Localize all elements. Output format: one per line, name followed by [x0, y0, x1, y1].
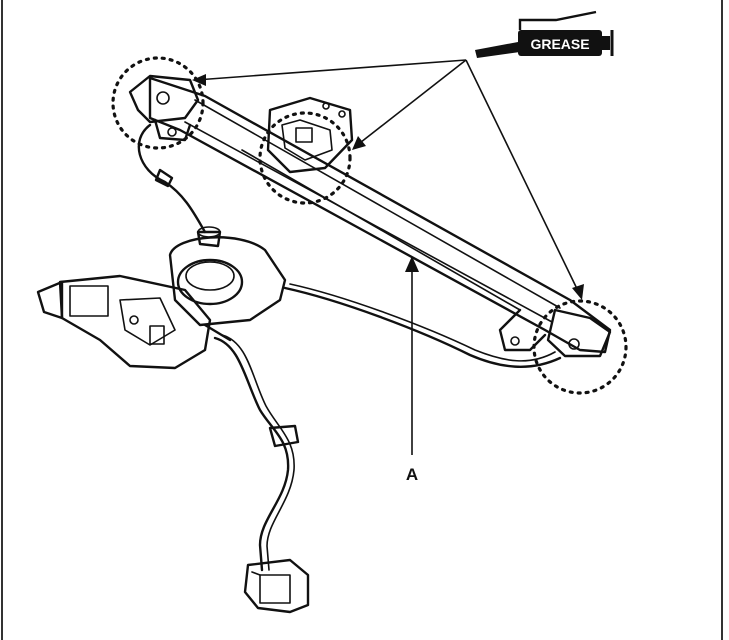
part-a-label: A — [406, 465, 418, 484]
grease-arrows — [192, 59, 584, 300]
grease-point-middle — [258, 111, 352, 205]
arrow-head-right — [572, 284, 584, 300]
regulator-cable — [137, 123, 562, 368]
motor-harness — [213, 334, 310, 614]
arrow-head-middle — [352, 136, 366, 150]
arrow-head-a — [405, 256, 419, 272]
grease-point-right — [532, 299, 628, 395]
grease-tube-icon: GREASE — [475, 10, 614, 58]
arrow-head-left — [192, 74, 206, 86]
grease-label: GREASE — [530, 36, 589, 52]
grease-point-left — [111, 56, 205, 150]
part-a-callout: A — [405, 256, 419, 484]
window-motor — [36, 226, 287, 370]
glass-holder-slider — [266, 96, 354, 174]
